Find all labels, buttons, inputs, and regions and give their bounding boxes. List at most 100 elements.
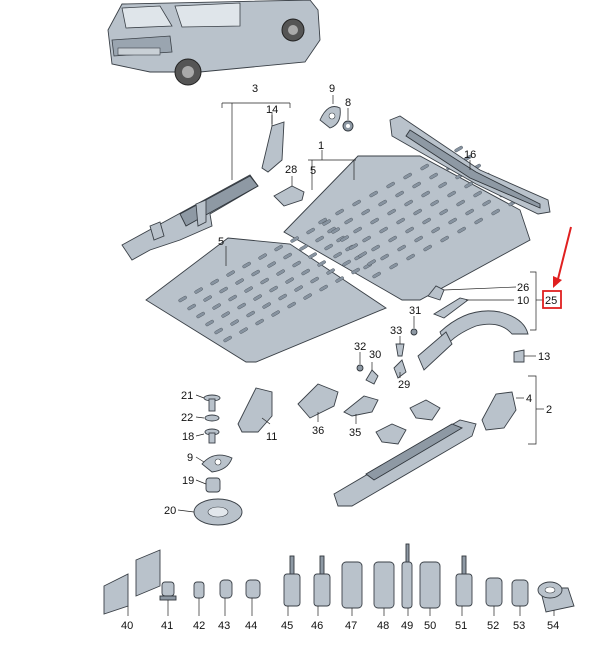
floor-slot xyxy=(396,217,405,225)
callout-45: 45 xyxy=(281,620,293,632)
highlight-arrow xyxy=(553,226,572,288)
part-40-pads xyxy=(103,549,161,615)
floor-slot xyxy=(344,217,353,225)
part-8 xyxy=(342,120,354,132)
callout-42: 42 xyxy=(193,620,205,632)
part-22-washer xyxy=(204,414,220,422)
part-50-can xyxy=(419,561,441,609)
floor-slot xyxy=(294,285,303,292)
callout-16: 16 xyxy=(464,149,476,161)
callout-28: 28 xyxy=(285,164,297,176)
leader-lines xyxy=(127,95,555,616)
floor-slot xyxy=(370,217,379,225)
floor-slot xyxy=(246,310,255,318)
floor-slot xyxy=(228,294,237,302)
callout-5b: 5 xyxy=(218,236,224,248)
part-33 xyxy=(395,343,405,357)
callout-labels: 1 2 3 4 5 5 8 9 9 10 11 13 14 16 18 19 2… xyxy=(121,83,559,632)
callout-10: 10 xyxy=(517,295,529,307)
part-18-screw xyxy=(204,428,220,444)
floor-slot xyxy=(221,311,230,318)
floor-slot xyxy=(267,261,276,268)
floor-slot xyxy=(464,181,473,189)
floor-slot xyxy=(274,244,283,252)
callout-35: 35 xyxy=(349,427,361,439)
floor-slot xyxy=(448,217,457,225)
floor-slot xyxy=(187,303,196,311)
floor-slot xyxy=(335,208,344,216)
floor-slot xyxy=(324,243,333,251)
floor-slot xyxy=(287,301,296,309)
callout-20: 20 xyxy=(164,505,176,517)
floor-slot xyxy=(440,235,449,243)
floor-slot xyxy=(386,181,395,189)
floor-slot xyxy=(285,277,294,284)
callout-49: 49 xyxy=(401,620,413,632)
callout-43: 43 xyxy=(218,620,230,632)
callout-26: 26 xyxy=(517,282,529,294)
floor-slot xyxy=(271,310,280,317)
floor-slot xyxy=(194,287,203,294)
callout-48: 48 xyxy=(377,620,389,632)
floor-slot xyxy=(253,294,262,301)
floor-slot xyxy=(456,199,465,207)
callout-50: 50 xyxy=(424,620,436,632)
floor-slot xyxy=(413,208,422,216)
callout-11: 11 xyxy=(266,431,277,443)
callout-25: 25 xyxy=(545,295,557,307)
floor-slot xyxy=(361,208,370,216)
floor-slot xyxy=(301,268,310,276)
floor-slot xyxy=(352,199,361,207)
callout-32: 32 xyxy=(354,341,366,353)
part-21-bolt xyxy=(203,394,221,412)
floor-slot xyxy=(260,277,269,285)
callout-21: 21 xyxy=(181,390,193,402)
floor-slot xyxy=(237,302,246,310)
floor-slot xyxy=(397,244,406,252)
part-10 xyxy=(433,297,470,319)
part-41-plug xyxy=(159,581,177,601)
floor-slot xyxy=(473,190,482,198)
floor-slot xyxy=(205,319,214,327)
callout-31: 31 xyxy=(409,305,421,317)
floor-slot xyxy=(430,199,439,207)
floor-slot xyxy=(239,327,248,334)
callout-52: 52 xyxy=(487,620,499,632)
floor-slot xyxy=(317,260,326,267)
callout-3: 3 xyxy=(252,83,258,95)
floor-slot xyxy=(367,259,376,266)
floor-slot xyxy=(457,226,466,234)
callout-18: 18 xyxy=(182,431,194,443)
floor-slot xyxy=(196,311,205,319)
callout-2: 2 xyxy=(546,404,552,416)
floor-slot xyxy=(262,302,271,309)
van-illustration xyxy=(107,0,321,86)
floor-slot xyxy=(223,335,232,343)
floor-slot xyxy=(308,252,317,259)
floor-slot xyxy=(278,293,287,301)
floor-slot xyxy=(422,217,431,225)
part-52-bottle xyxy=(485,577,503,607)
floor-slot xyxy=(315,235,324,243)
floor-slot xyxy=(387,208,396,216)
floor-slot xyxy=(389,262,398,270)
part-32 xyxy=(356,364,364,372)
floor-slot xyxy=(219,286,228,294)
floor-slot xyxy=(319,284,328,292)
floor-slot xyxy=(255,318,264,326)
floor-slot xyxy=(362,235,371,243)
floor-slot xyxy=(226,270,235,277)
floor-slot xyxy=(379,226,388,234)
part-51-tube xyxy=(455,555,473,607)
callout-1: 1 xyxy=(318,140,324,152)
bracket-mid xyxy=(375,399,441,445)
part-53-bottle xyxy=(511,579,529,607)
floor-slot xyxy=(404,199,413,207)
floor-slot xyxy=(474,217,483,225)
callout-33: 33 xyxy=(390,325,402,337)
floor-slot xyxy=(431,226,440,234)
floor-slot xyxy=(276,269,285,276)
part-9-clip xyxy=(201,454,233,473)
floor-slot xyxy=(292,260,301,268)
floor-slot xyxy=(303,293,312,300)
